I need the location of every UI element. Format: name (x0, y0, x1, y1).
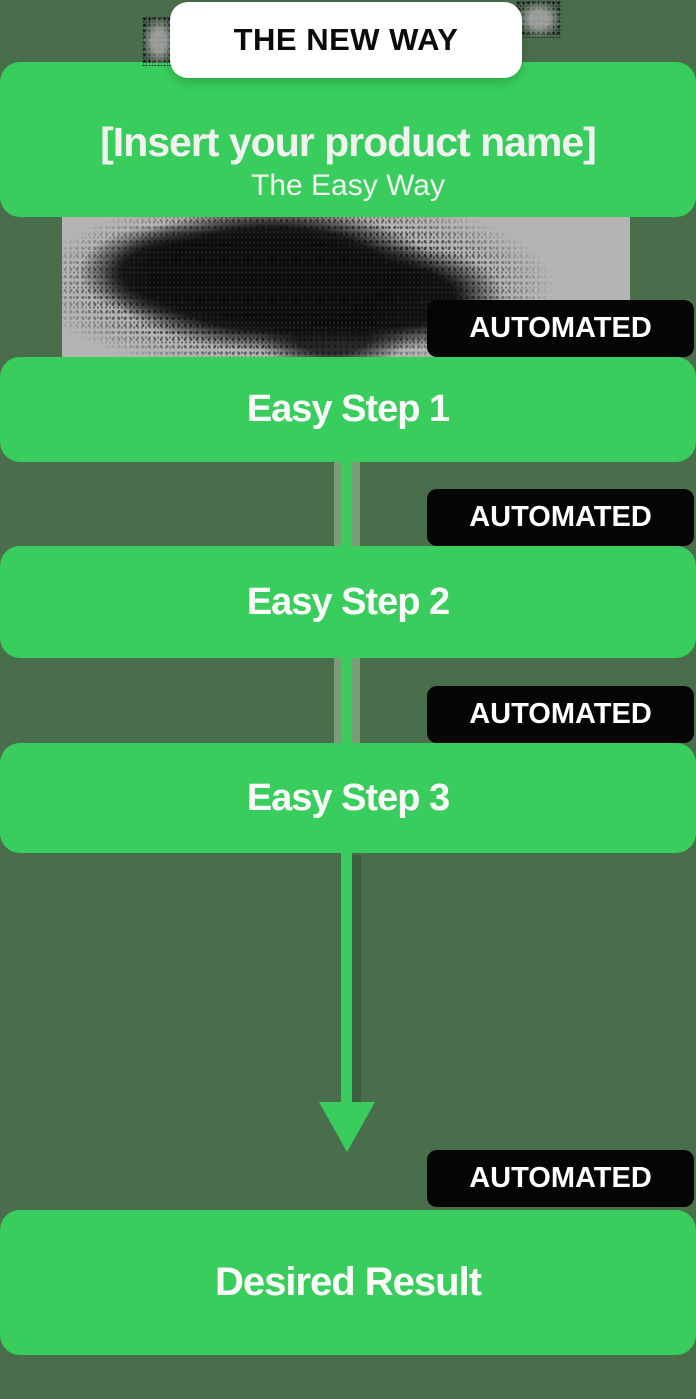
automated-badge-2-label: AUTOMATED (469, 501, 652, 533)
connector-line-1 (341, 462, 352, 546)
step-bar-3-label: Easy Step 3 (246, 776, 450, 819)
desired-result-label: Desired Result (214, 1260, 482, 1304)
step-bar-2-label: Easy Step 2 (246, 580, 450, 623)
automated-badge-1: AUTOMATED (427, 300, 694, 357)
automated-badge-1-label: AUTOMATED (469, 312, 652, 344)
step-bar-3: Easy Step 3 (0, 743, 696, 853)
flow-arrow-head-icon (319, 1102, 375, 1152)
step-bar-1-label: Easy Step 1 (246, 388, 450, 430)
automated-badge-4-label: AUTOMATED (469, 1162, 652, 1194)
automated-badge-4: AUTOMATED (427, 1150, 694, 1207)
product-name-title: [Insert your product name] (100, 118, 597, 165)
easy-way-subtitle: The Easy Way (251, 169, 445, 202)
connector-line-2 (341, 658, 352, 743)
automated-badge-3: AUTOMATED (427, 686, 694, 743)
old-way-smudge (62, 217, 630, 357)
step-bar-2: Easy Step 2 (0, 546, 696, 658)
new-way-badge-label: THE NEW WAY (233, 22, 459, 57)
desired-result-bar: Desired Result (0, 1210, 696, 1355)
header-card: [Insert your product name] The Easy Way (0, 62, 696, 217)
step-bar-1: Easy Step 1 (0, 357, 696, 462)
new-way-badge: THE NEW WAY (170, 2, 522, 78)
flow-arrow-line (341, 853, 352, 1103)
automated-badge-3-label: AUTOMATED (469, 698, 652, 730)
flow-arrow-shadow (352, 855, 361, 1103)
spray-noise-right (516, 0, 562, 38)
automated-badge-2: AUTOMATED (427, 489, 694, 546)
